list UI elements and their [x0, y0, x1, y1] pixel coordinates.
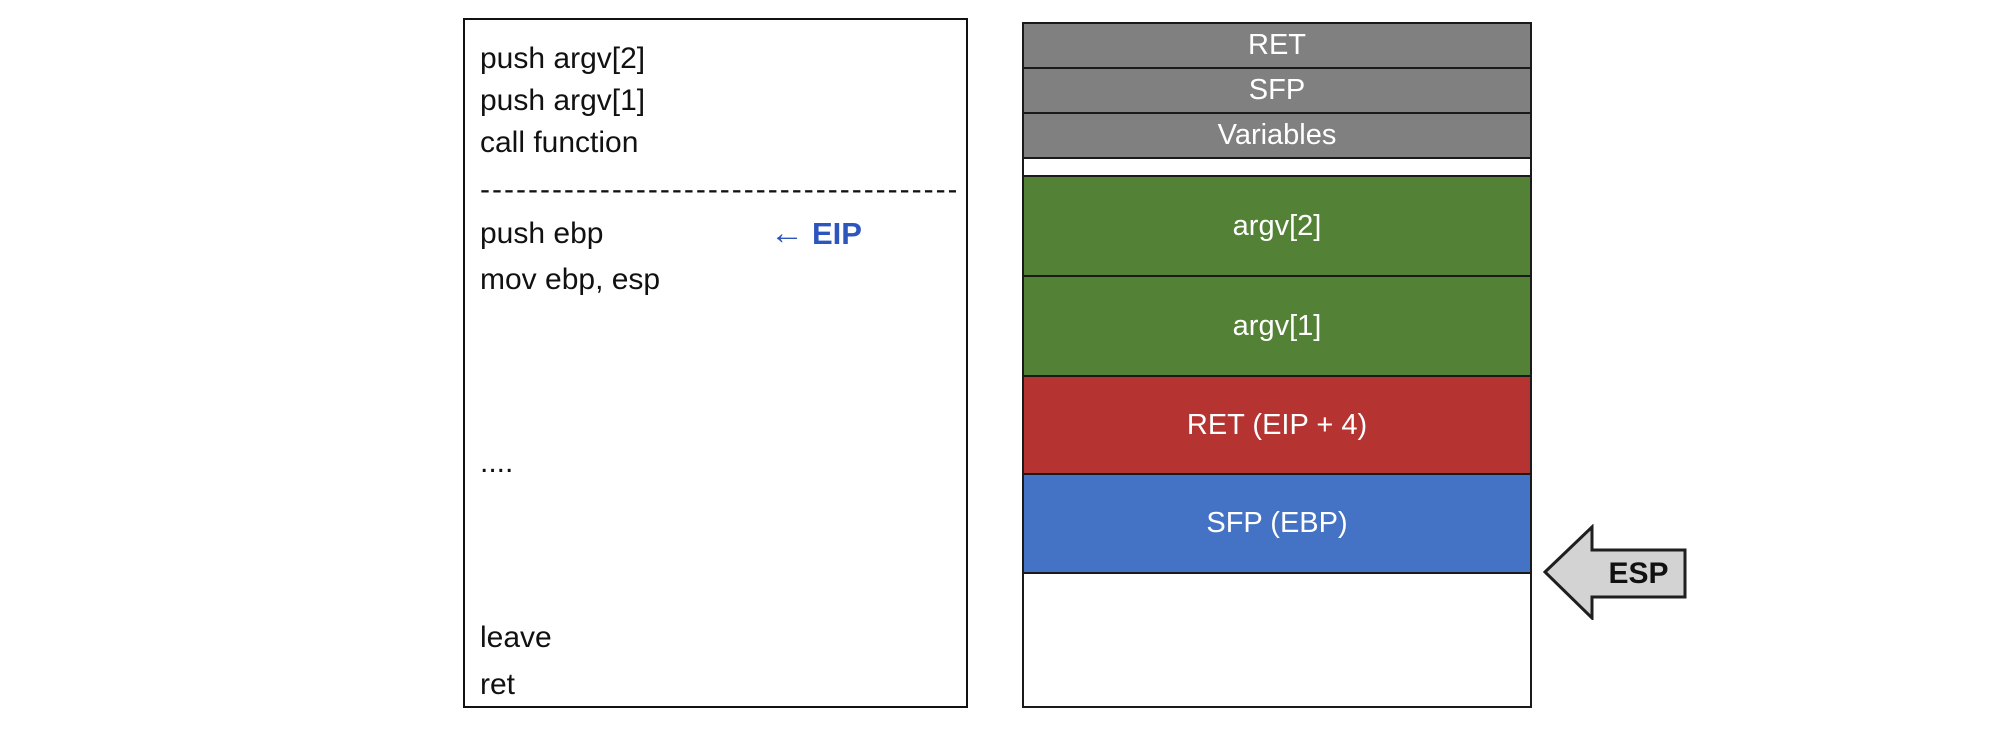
stack-row-argv1: argv[1] [1024, 277, 1530, 377]
stack-row-sfp: SFP [1024, 69, 1530, 114]
eip-label: EIP [812, 216, 862, 251]
code-line-push-argv2: push argv[2] [480, 42, 646, 75]
stack-row-argv2: argv[2] [1024, 177, 1530, 277]
code-line-ret: ret [480, 668, 516, 701]
stack-row-gap [1024, 159, 1530, 177]
stack-row-empty [1024, 574, 1530, 706]
eip-pointer: ← EIP [770, 211, 862, 256]
code-line-ellipsis: .... [480, 446, 514, 479]
left-arrow-icon: ← [770, 214, 804, 252]
code-line-mov-ebp-esp: mov ebp, esp [480, 263, 661, 296]
esp-pointer-arrow-icon [1543, 524, 1687, 620]
stack-row-variables: Variables [1024, 114, 1530, 159]
stack-row-ret: RET [1024, 24, 1530, 69]
code-line-push-ebp: push ebp ← EIP [480, 211, 956, 256]
code-line-call-function: call function [480, 126, 639, 159]
assembly-code-panel: push argv[2] push argv[1] call function … [463, 18, 968, 708]
stack-row-sfp-ebp: SFP (EBP) [1024, 475, 1530, 574]
code-line-push-ebp-text: push ebp [480, 217, 604, 250]
stack-row-ret-eip: RET (EIP + 4) [1024, 377, 1530, 475]
code-line-push-argv1: push argv[1] [480, 84, 646, 117]
esp-label: ESP [1608, 556, 1669, 590]
code-line-leave: leave [480, 621, 552, 654]
stack-diagram-panel: RET SFP Variables argv[2] argv[1] RET (E… [1022, 22, 1532, 708]
code-divider-dashed: ---------------------------------------- [480, 173, 956, 206]
